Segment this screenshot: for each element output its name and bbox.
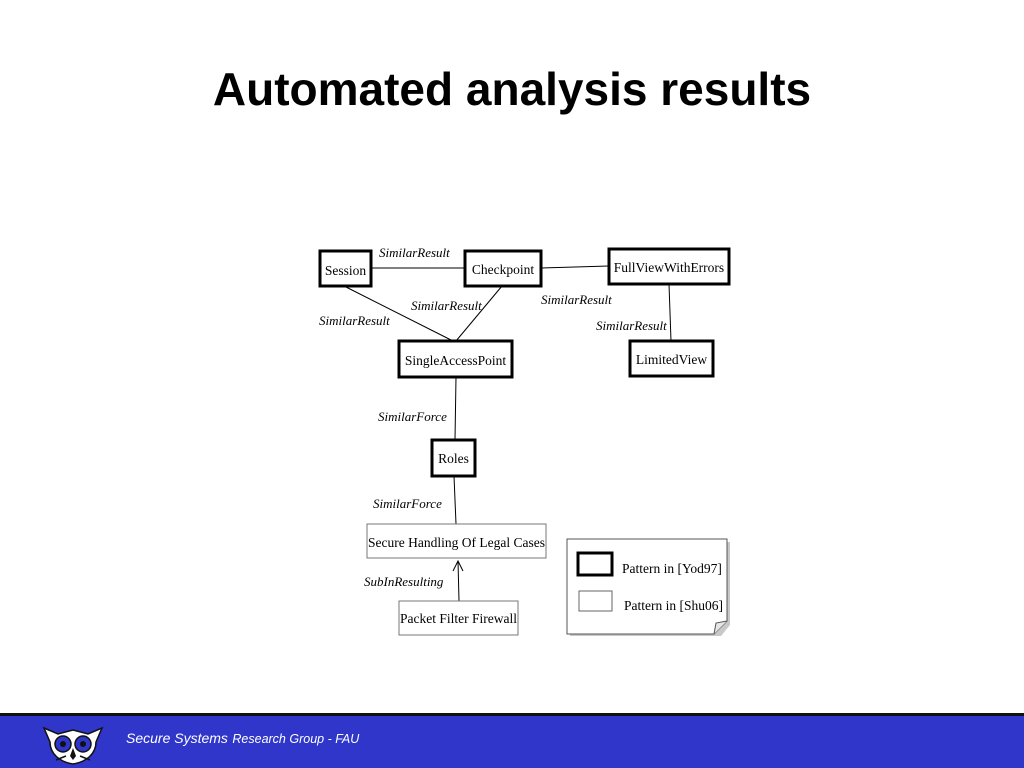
edge-roles-secure: [453, 475, 457, 525]
node-roles-label: Roles: [438, 451, 469, 466]
edge-label-checkpoint-fullview: SimilarResult: [541, 292, 612, 307]
node-limited-view: LimitedView: [628, 339, 715, 378]
node-checkpoint-label: Checkpoint: [472, 262, 534, 277]
edge-sap-roles: [454, 376, 457, 441]
node-secure-handling-label: Secure Handling Of Legal Cases: [368, 535, 545, 550]
edge-checkpoint-sap: [455, 285, 503, 342]
footer-bar: Secure Systems Research Group - FAU: [0, 713, 1024, 768]
legend-swatch-yod97: [576, 551, 614, 577]
node-single-access-point-label: SingleAccessPoint: [405, 353, 506, 368]
edge-fullview-limited: [668, 283, 672, 342]
arrowhead-icon: [452, 559, 464, 572]
owl-logo-icon: [42, 726, 104, 765]
footer-group-name: Secure Systems: [126, 730, 228, 746]
edge-label-firewall-secure: SubInResulting: [364, 574, 444, 589]
edge-label-checkpoint-sap: SimilarResult: [411, 298, 482, 313]
slide-title: Automated analysis results: [212, 63, 812, 115]
edge-firewall-secure: [457, 560, 460, 602]
node-full-view-with-errors-label: FullViewWithErrors: [614, 260, 724, 275]
legend-label-shu06: Pattern in [Shu06]: [624, 598, 723, 613]
node-limited-view-label: LimitedView: [636, 352, 707, 367]
legend-swatch-shu06: [578, 590, 613, 612]
edge-session-sap: [345, 286, 454, 342]
footer-group-rest: Research Group - FAU: [232, 732, 360, 746]
edge-label-roles-secure: SimilarForce: [373, 496, 442, 511]
edge-label-session-sap: SimilarResult: [319, 313, 390, 328]
footer-caption: Secure Systems Research Group - FAU: [126, 730, 359, 748]
node-checkpoint: Checkpoint: [463, 249, 543, 288]
node-session-label: Session: [325, 263, 367, 278]
node-packet-filter-firewall: Packet Filter Firewall: [398, 600, 519, 636]
edge-checkpoint-fullview: [540, 265, 610, 269]
edge-label-fullview-limited: SimilarResult: [596, 318, 667, 333]
legend-label-yod97: Pattern in [Yod97]: [622, 561, 722, 576]
diagram-connectors: [345, 265, 672, 602]
pattern-relationship-diagram: Session Checkpoint FullViewWithErrors Si…: [318, 245, 731, 636]
edge-label-sap-roles: SimilarForce: [378, 409, 447, 424]
diagram-legend: Pattern in [Yod97] Pattern in [Shu06]: [566, 538, 730, 636]
legend-fold-corner: [713, 620, 728, 635]
node-roles: Roles: [430, 438, 477, 478]
node-full-view-with-errors: FullViewWithErrors: [607, 247, 731, 286]
node-session: Session: [318, 249, 373, 288]
edge-label-session-checkpoint: SimilarResult: [379, 245, 450, 260]
node-packet-filter-firewall-label: Packet Filter Firewall: [400, 611, 517, 626]
node-secure-handling-of-legal-cases: Secure Handling Of Legal Cases: [366, 523, 547, 559]
node-single-access-point: SingleAccessPoint: [397, 339, 514, 379]
